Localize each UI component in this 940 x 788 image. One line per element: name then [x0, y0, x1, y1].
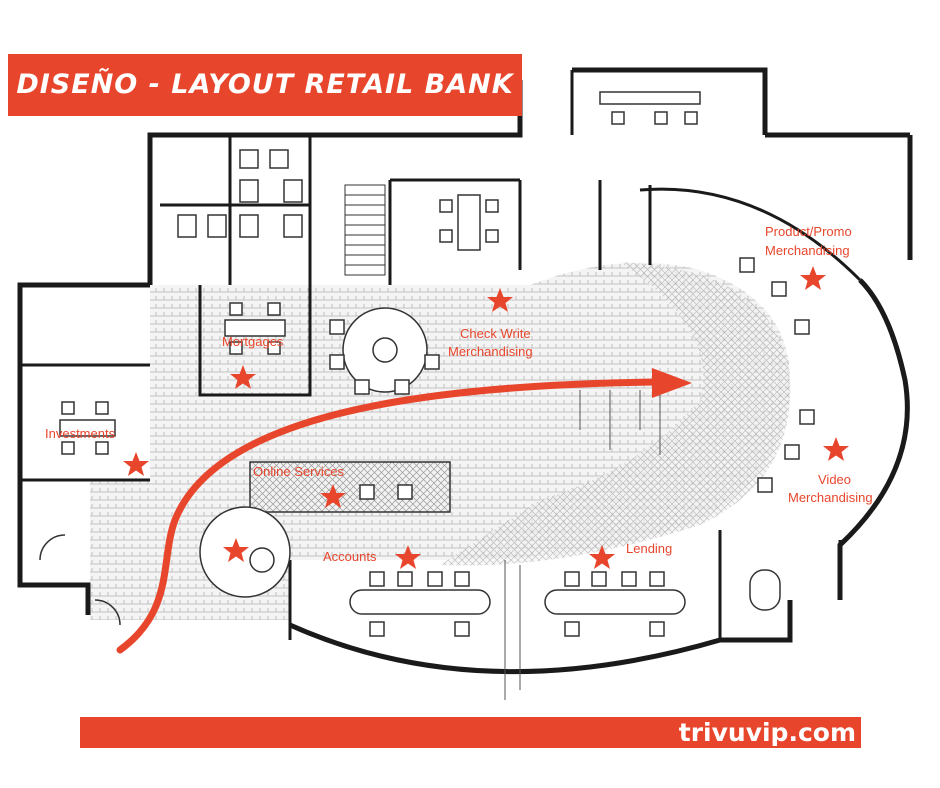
title-banner: [8, 54, 522, 116]
label-video-merch: Merchandising: [788, 490, 873, 505]
star-icon: [487, 288, 513, 312]
label-lending: Lending: [626, 541, 672, 556]
interior-walls: [20, 70, 862, 640]
star-icon: [320, 484, 346, 508]
star-icon: [223, 538, 249, 562]
furniture: [39, 91, 815, 637]
floor-lines: [504, 390, 661, 700]
stairs: [344, 184, 386, 276]
footer-bar: [80, 717, 861, 748]
label-check-write: Check Write: [460, 326, 531, 341]
label-online-services: Online Services: [253, 464, 345, 479]
label-product-promo: Product/Promo: [765, 224, 852, 239]
star-icon: [230, 365, 256, 389]
label-investments: Investments: [45, 426, 116, 441]
label-check-write-merch: Merchandising: [448, 344, 533, 359]
markers: [123, 266, 849, 569]
restroom-fixtures: [177, 149, 303, 238]
label-accounts: Accounts: [323, 549, 377, 564]
label-product-promo-merch: Merchandising: [765, 243, 850, 258]
page-title: DISEÑO - LAYOUT RETAIL BANK: [16, 69, 514, 100]
star-icon: [800, 266, 826, 290]
zone-labels: Mortgages Investments Check Write Mercha…: [45, 224, 873, 564]
label-video: Video: [818, 472, 851, 487]
footer-site: trivuvip.com: [678, 718, 856, 747]
floor-area: [90, 262, 791, 620]
label-mortgages: Mortgages: [222, 334, 284, 349]
star-icon: [123, 452, 149, 476]
star-icon: [823, 437, 849, 461]
star-icon: [395, 545, 421, 569]
customer-path-arrow: [116, 368, 692, 654]
star-icon: [589, 545, 615, 569]
